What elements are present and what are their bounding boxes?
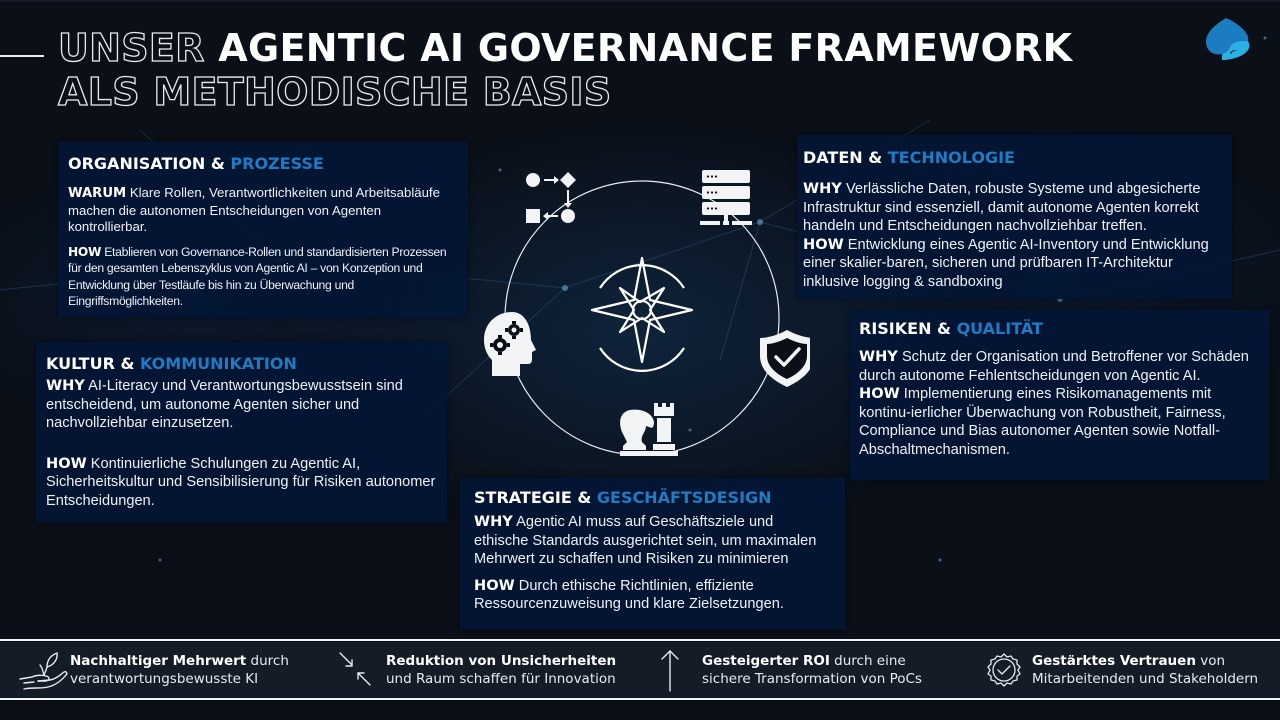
page-title: UNSER AGENTIC AI GOVERNANCE FRAMEWORK AL… (57, 25, 1073, 114)
benefit-item-mehrwert: Nachhaltiger Mehrwert durch verantwortun… (14, 642, 289, 698)
panel-title: RISIKEN & QUALITÄT (859, 319, 1043, 338)
benefit-item-roi: Gesteigerter ROI durch eine sichere Tran… (646, 642, 922, 698)
how-paragraph: HOW Durch ethische Richtlinien, effizien… (474, 576, 784, 613)
panel-title: KULTUR & KOMMUNIKATION (46, 354, 297, 373)
process-flow-icon (526, 172, 576, 223)
benefit-text: Reduktion von Unsicherheiten und Raum sc… (386, 652, 617, 688)
chess-pieces-icon (620, 403, 678, 456)
why-paragraph: WHY Schutz der Organisation und Betroffe… (859, 348, 1249, 384)
panel-daten-technologie: DATEN & TECHNOLOGIE WHY Verlässliche Dat… (797, 135, 1232, 299)
arrows-converge-icon (339, 652, 371, 686)
panel-strategie-geschaeftsdesign: STRATEGIE & GESCHÄFTSDESIGN WHY Agentic … (460, 478, 845, 630)
why-paragraph: WARUM Klare Rollen, Verantwortlichkeiten… (68, 185, 440, 234)
panel-title: DATEN & TECHNOLOGIE (803, 148, 1015, 167)
panel-title: ORGANISATION & PROZESSE (68, 154, 324, 173)
benefits-footer: Nachhaltiger Mehrwert durch verantwortun… (0, 642, 1280, 698)
title-line-1: UNSER AGENTIC AI GOVERNANCE FRAMEWORK (57, 25, 1073, 70)
title-line-2: ALS METHODISCHE BASIS (57, 69, 612, 114)
footer-top-rule (0, 639, 1280, 641)
benefit-text: Nachhaltiger Mehrwert durch verantwortun… (70, 652, 289, 688)
spade-logo-icon (1206, 18, 1250, 60)
why-paragraph: WHY Verlässliche Daten, robuste Systeme … (803, 180, 1201, 234)
panel-title: STRATEGIE & GESCHÄFTSDESIGN (474, 488, 772, 507)
benefit-text: Gesteigerter ROI durch eine sichere Tran… (702, 652, 922, 688)
framework-cycle-diagram (484, 170, 810, 456)
how-paragraph: HOW Entwicklung eines Agentic AI-Invento… (803, 235, 1209, 290)
panel-kultur-kommunikation: KULTUR & KOMMUNIKATION WHY AI-Literacy u… (36, 342, 447, 522)
arrow-up-icon (661, 650, 679, 692)
why-paragraph: WHY AI-Literacy und Verantwortungsbewuss… (46, 377, 403, 431)
benefit-item-reduktion: Reduktion von Unsicherheiten und Raum sc… (330, 642, 616, 698)
title-accent-line (0, 55, 44, 57)
panel-risiken-qualitaet: RISIKEN & QUALITÄT WHY Schutz der Organi… (850, 310, 1270, 480)
compass-rose-icon (590, 256, 694, 372)
top-border (0, 0, 1280, 2)
how-paragraph: HOW Kontinuierliche Schulungen zu Agenti… (46, 454, 436, 509)
badge-check-icon (987, 653, 1021, 687)
server-icon (700, 170, 752, 225)
hand-plant-icon (19, 652, 68, 690)
shield-check-icon (760, 330, 810, 387)
how-paragraph: HOW Etablieren von Governance-Rollen und… (68, 244, 447, 309)
benefit-text: Gestärktes Vertrauen von Mitarbeitenden … (1032, 652, 1259, 688)
why-paragraph: WHY Agentic AI muss auf Geschäftsziele u… (474, 513, 817, 567)
panel-organisation-prozesse: ORGANISATION & PROZESSE WARUM Klare Roll… (58, 142, 468, 318)
footer-bottom-rule (0, 698, 1280, 700)
head-gears-icon (484, 312, 536, 376)
how-paragraph: HOW Implementierung eines Risikomanageme… (859, 385, 1226, 458)
benefit-item-vertrauen: Gestärktes Vertrauen von Mitarbeitenden … (976, 642, 1258, 698)
